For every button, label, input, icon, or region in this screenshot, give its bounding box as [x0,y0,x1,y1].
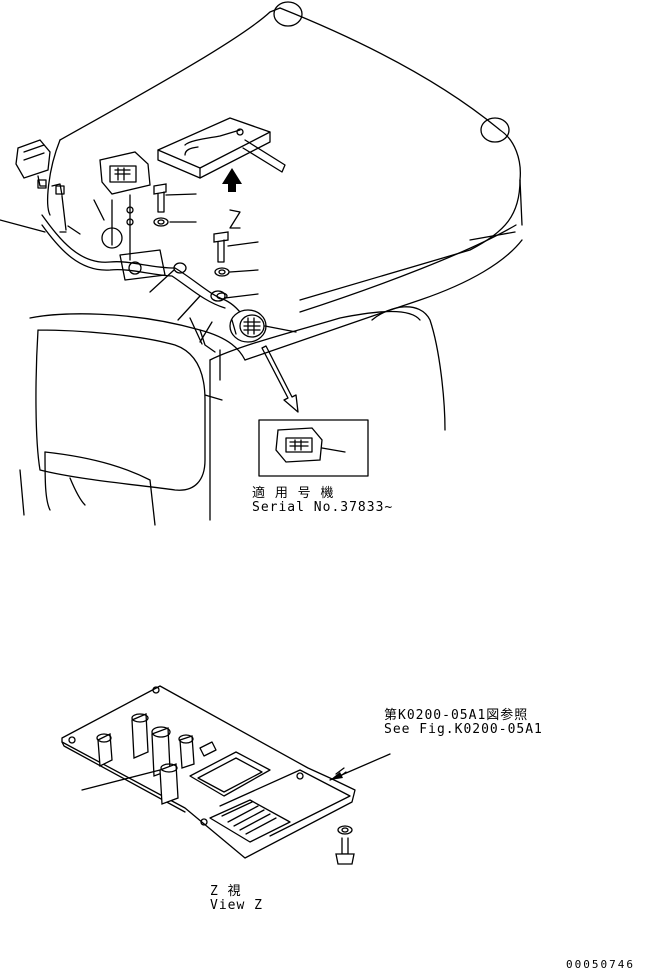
bolts-top [153,183,230,300]
leader-lines-top [0,193,297,343]
view-z-label-jp: Z 視 [210,884,242,899]
ref-label-jp: 第K0200-05A1図参照 [384,708,529,723]
inset-box [258,419,369,477]
round-lamp [229,309,267,343]
view-z-plate [61,685,356,859]
view-z-label-en: View Z [210,898,263,913]
wire-harness [41,194,246,319]
switch-knobs [96,713,195,805]
inset-arrow [261,345,299,413]
serial-label-en: Serial No.37833~ [252,500,394,515]
work-lamp-left [15,139,65,196]
roof-bracket [157,117,286,179]
leader-lines-bottom [81,753,391,791]
ref-label-en: See Fig.K0200-05A1 [384,722,543,737]
work-lamp-main [99,151,151,195]
view-z-arrow [222,168,242,229]
drawing-number: 00050746 [566,958,635,971]
serial-label-jp: 適 用 号 機 [252,486,335,501]
cab-outline [19,1,523,526]
view-z-bolt [335,825,355,865]
